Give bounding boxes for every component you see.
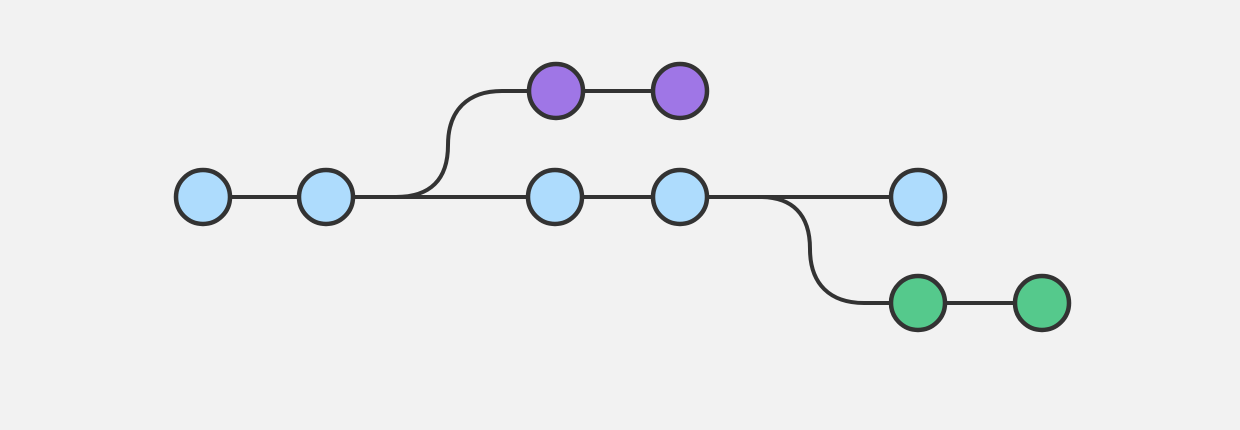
lower-branch-fork (758, 195, 894, 305)
lower-branch-commit-node-1 (888, 273, 948, 333)
main-commit-node-2 (296, 167, 356, 227)
upper-branch-commit-node-1 (526, 61, 586, 121)
lower-branch-commit-node-2 (1012, 273, 1072, 333)
main-commit-node-1 (173, 167, 233, 227)
commit-nodes (173, 61, 1072, 333)
upper-branch-commit-node-2 (650, 61, 710, 121)
main-commit-node-5 (888, 167, 948, 227)
main-commit-node-3 (525, 167, 585, 227)
upper-branch-fork (394, 89, 532, 199)
main-commit-node-4 (650, 167, 710, 227)
